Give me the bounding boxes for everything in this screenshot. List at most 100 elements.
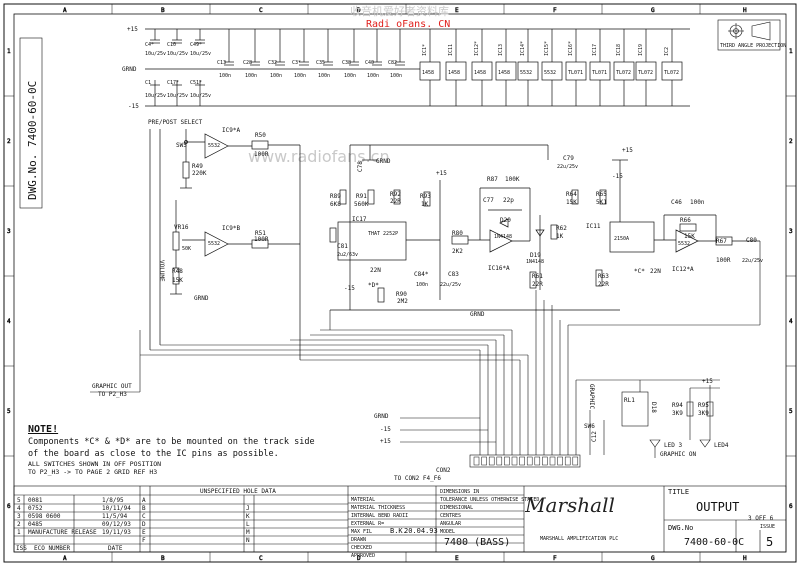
title-label: TITLE bbox=[668, 488, 689, 496]
ic-part-2: 1458 bbox=[474, 70, 486, 76]
rev-iss-2: 2 bbox=[17, 521, 21, 528]
c46-ref: C46 bbox=[671, 199, 682, 206]
c78-label: C78 bbox=[357, 161, 364, 172]
cap-val-C51*: 10u/25v bbox=[190, 93, 211, 99]
note-title: NOTE! bbox=[28, 424, 59, 435]
grid-col-bottom-C: C bbox=[259, 555, 263, 562]
con2-pin bbox=[511, 456, 518, 466]
r51-val: 100R bbox=[254, 236, 269, 243]
ic-body-6 bbox=[565, 61, 587, 81]
harness-wires bbox=[90, 241, 761, 468]
r63-ref: R63 bbox=[598, 273, 609, 280]
cap-ref-C10: C10 bbox=[167, 42, 176, 48]
ic-ref-IC14*: IC14* bbox=[520, 41, 526, 56]
r94-val: 3K9 bbox=[672, 410, 683, 417]
pos15-connector: +15 bbox=[380, 438, 391, 445]
rev-date-5: 1/8/95 bbox=[102, 497, 124, 504]
input-stage-wires bbox=[149, 129, 301, 360]
grid-col-bottom-F: F bbox=[553, 555, 557, 562]
rev-eco-3: 0598 0600 bbox=[28, 513, 61, 520]
c83-val: 22u/25v bbox=[440, 282, 461, 288]
r87-ref: R87 bbox=[487, 176, 498, 183]
dim-label-0: DIMENSIONS IN bbox=[440, 489, 479, 495]
grid-col-bottom-A: A bbox=[63, 555, 67, 562]
note-line-2: of the board as close to the IC pins as … bbox=[28, 449, 279, 459]
con2-pin bbox=[488, 456, 495, 466]
con2-pin bbox=[557, 456, 563, 466]
mat-label-6: CHECKED bbox=[351, 545, 372, 551]
mat-label-7: APPROVED bbox=[351, 553, 375, 559]
ic-body-4 bbox=[517, 61, 539, 81]
ic-part-1: 1458 bbox=[448, 70, 460, 76]
r50-ref: R50 bbox=[255, 132, 266, 139]
neg15-ic11: -15 bbox=[612, 173, 623, 180]
grid-row-right-5: 5 bbox=[789, 408, 793, 415]
pos15-led: +15 bbox=[702, 378, 713, 385]
switch-led-wires bbox=[589, 380, 720, 458]
rev-iss-4: 4 bbox=[17, 505, 21, 512]
r48-val: 15K bbox=[172, 277, 183, 284]
r61-val: 22R bbox=[532, 281, 543, 288]
grid-col-B: B bbox=[161, 7, 165, 14]
issue-value: 5 bbox=[766, 535, 773, 549]
c79-ref: C79 bbox=[563, 155, 574, 162]
rev-header-date: DATE bbox=[108, 545, 123, 552]
con2-pin bbox=[534, 456, 541, 466]
c81-ref: C81 bbox=[337, 243, 348, 250]
rev-iss-1: 1 bbox=[17, 529, 21, 536]
grid-row-right-4: 4 bbox=[789, 318, 793, 325]
ic-part-8: TL072 bbox=[616, 70, 631, 76]
r50-val: 100R bbox=[254, 151, 269, 158]
r91-ref: R91 bbox=[356, 193, 367, 200]
ic9a-part: 5532 bbox=[208, 143, 220, 149]
pre-post-select: PRE/POST SELECT bbox=[148, 119, 203, 126]
hole-left-D: D bbox=[142, 521, 146, 528]
ic-part-5: 5532 bbox=[544, 70, 556, 76]
rev-eco-1: MANUFACTURE RELEASE bbox=[28, 529, 97, 536]
hole-right-N: N bbox=[246, 537, 250, 544]
led3-label: LED 3 bbox=[664, 442, 682, 449]
grid-row-2: 2 bbox=[7, 138, 11, 145]
ic-body-2 bbox=[471, 61, 493, 81]
projection-symbol bbox=[717, 19, 781, 51]
hole-left-A: A bbox=[142, 497, 146, 504]
ic-body-9 bbox=[635, 61, 657, 81]
dwg-number: 7400-60-0C bbox=[684, 537, 744, 548]
c81-val: 2u2/63v bbox=[337, 252, 358, 258]
grid-col-bottom-B: B bbox=[161, 555, 165, 562]
ic-body-5 bbox=[541, 61, 563, 81]
cap-ref-C4*: C4* bbox=[145, 42, 154, 48]
ic-ref-IC13: IC13 bbox=[498, 44, 504, 56]
rev-date-4: 10/11/94 bbox=[102, 505, 131, 512]
rev-date-2: 09/12/93 bbox=[102, 521, 131, 528]
sw5-label: SW5 bbox=[176, 142, 187, 149]
power-rails bbox=[145, 28, 690, 107]
cap-val-C17*: 10u/25v bbox=[167, 93, 188, 99]
ic11-part: 2150A bbox=[614, 236, 629, 242]
dim-label-1: TOLERANCE UNLESS OTHERWISE STATED bbox=[440, 497, 539, 503]
ic-body-0 bbox=[419, 61, 441, 81]
company-name: MARSHALL AMPLIFICATION PLC bbox=[540, 536, 618, 542]
watermark-site: Radi oFans. CN bbox=[366, 19, 450, 30]
r65-val: 5K1 bbox=[596, 199, 607, 206]
rail-neg: -15 bbox=[128, 103, 139, 110]
mat-label-4: MAX FIL bbox=[351, 529, 372, 535]
ic-power-pins: IC1*1458IC111458IC12*1458IC131458IC14*55… bbox=[419, 29, 683, 106]
d20-ref: D20 bbox=[500, 217, 511, 224]
grid-col-E: E bbox=[455, 7, 459, 14]
cap-ref-C40: C40 bbox=[365, 60, 374, 66]
cap-ref-C82: C82 bbox=[388, 60, 397, 66]
hole-right-M: M bbox=[246, 529, 250, 536]
grid-row-3: 3 bbox=[7, 228, 11, 235]
ic-body-7 bbox=[589, 61, 611, 81]
ic-ref-IC18: IC18 bbox=[616, 44, 622, 56]
vr16-val: 50K bbox=[182, 246, 191, 252]
r62-ref: R62 bbox=[556, 225, 567, 232]
con2-pin bbox=[504, 456, 510, 466]
dwg-number-vertical: DWG.No. 7400-60-0C bbox=[26, 81, 39, 200]
cap-val-C13: 100n bbox=[219, 73, 231, 79]
c12-label: C12 bbox=[591, 431, 598, 442]
r90-val: 2M2 bbox=[397, 298, 408, 305]
vr16-label: VR16 bbox=[174, 224, 189, 231]
ic9b-label: IC9*B bbox=[222, 225, 240, 232]
